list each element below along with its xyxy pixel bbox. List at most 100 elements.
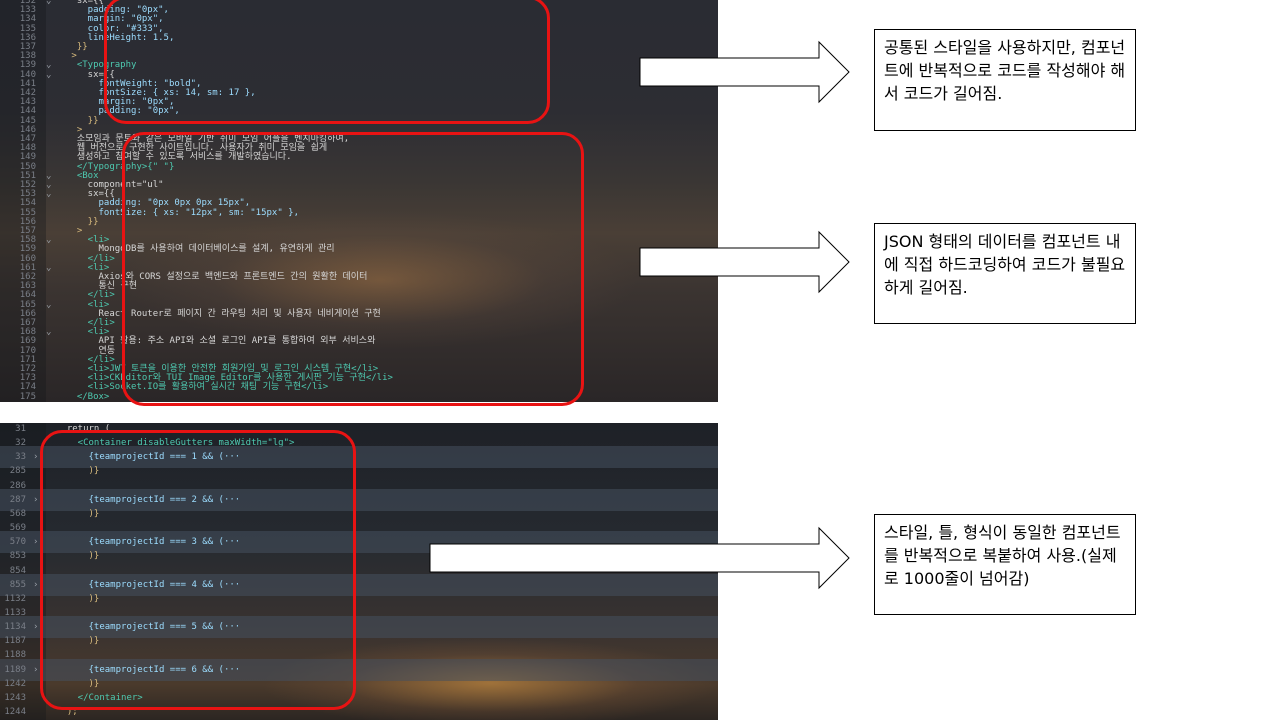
line-number: 164 [19, 290, 36, 301]
code-line: 170 연동 [0, 345, 718, 358]
code-line: 285 )} [0, 460, 718, 482]
line-number: 151 [19, 170, 36, 181]
code-line: 172 <li>JWT 토큰을 이용한 안전한 회원가입 및 로그인 시스템 구… [0, 363, 718, 376]
code-line: 287› {teamprojectId === 2 && (··· [0, 488, 718, 511]
line-number: 168 [19, 327, 36, 338]
arrow-right-icon [429, 526, 850, 590]
line-number: 152 [19, 180, 36, 190]
chevron-right-icon[interactable]: › [33, 537, 39, 548]
code-text: 통신 구현 [66, 281, 138, 292]
line-number: 1242 [4, 678, 26, 689]
code-text: color: "#333", [66, 23, 164, 34]
chevron-down-icon[interactable]: ⌄ [46, 69, 52, 80]
line-number: 1188 [4, 650, 26, 661]
code-text: }} [66, 115, 99, 126]
line-number: 159 [19, 244, 36, 255]
code-line: 167 </li> [0, 317, 718, 330]
line-number: 173 [19, 373, 36, 384]
line-number: 163 [19, 281, 36, 292]
line-number: 167 [19, 318, 36, 328]
line-number: 158 [19, 235, 36, 246]
code-line: 156 }} [0, 216, 718, 229]
line-number: 137 [19, 42, 36, 52]
code-line: 163 통신 구현 [0, 280, 718, 293]
code-text: {teamprojectId === 4 && (··· [56, 579, 241, 590]
code-text: return ( [56, 424, 111, 434]
code-editor-top: 132⌄ sx={{133 padding: "0px",134 margin:… [0, 0, 718, 402]
chevron-right-icon[interactable]: › [33, 622, 39, 633]
line-number: 569 [9, 523, 26, 534]
line-number: 1133 [4, 607, 26, 618]
line-number: 146 [19, 124, 36, 135]
code-text: 소모임과 문토와 같은 모바일 기반 취미 모임 어플을 벤치마킹하여, [66, 134, 350, 144]
code-text: <li> [66, 262, 110, 273]
code-line: 153⌄ sx={{ [0, 188, 718, 201]
code-text: }} [66, 216, 99, 227]
code-line: 158 ⌄ <li> [0, 234, 718, 247]
code-text: React Router로 페이지 간 라우팅 처리 및 사용자 네비게이션 구… [66, 308, 381, 319]
code-text: )} [56, 593, 100, 604]
code-line: 31 return ( [0, 423, 718, 440]
code-line: 137 }} [0, 41, 718, 54]
code-text: <li>JWT 토큰을 이용한 안전한 회원가입 및 로그인 시스템 구현</l… [66, 364, 379, 374]
line-number: 1244 [4, 707, 26, 717]
code-text: fontWeight: "bold", [66, 78, 202, 89]
code-line: 149 생성하고 참여할 수 있도록 서비스를 개발하였습니다. [0, 151, 718, 164]
code-line: 140⌄ sx={{ [0, 69, 718, 82]
code-line: 141 fontWeight: "bold", [0, 78, 718, 91]
line-number: 157 [19, 226, 36, 236]
note-hardcoded-json: JSON 형태의 데이터를 컴포넌트 내에 직접 하드코딩하여 코드가 불필요하… [874, 223, 1136, 324]
code-line: 1134› {teamprojectId === 5 && (··· [0, 616, 718, 639]
line-number: 1187 [4, 636, 26, 647]
chevron-down-icon[interactable]: ⌄ [46, 60, 52, 71]
line-number: 1132 [4, 593, 26, 604]
line-number: 132 [19, 0, 36, 6]
code-line: 143 margin: "0px", [0, 96, 718, 109]
line-number: 171 [19, 354, 36, 365]
code-text: )} [56, 466, 100, 477]
chevron-down-icon[interactable]: ⌄ [46, 0, 52, 6]
chevron-right-icon[interactable]: › [33, 664, 39, 675]
line-number-gutter [0, 0, 46, 402]
chevron-down-icon[interactable]: ⌄ [46, 189, 52, 200]
line-number: 166 [19, 308, 36, 319]
chevron-right-icon[interactable]: › [33, 452, 39, 463]
chevron-down-icon[interactable]: ⌄ [46, 262, 52, 273]
code-line: 150 </Typography>{" "} [0, 161, 718, 174]
chevron-down-icon[interactable]: ⌄ [46, 299, 52, 310]
code-line: 154 padding: "0px 0px 0px 15px", [0, 197, 718, 210]
line-number: 147 [19, 134, 36, 144]
chevron-down-icon[interactable]: ⌄ [46, 327, 52, 338]
code-text: <li> [66, 235, 110, 246]
chevron-down-icon[interactable]: ⌄ [46, 170, 52, 181]
code-text: </li> [66, 290, 115, 301]
note-copy-paste-components: 스타일, 틀, 형식이 동일한 컴포넌트를 반복적으로 복붙하여 사용.(실제로… [874, 514, 1136, 615]
code-line: 169 API 활용: 주소 API와 소셜 로그인 API를 통합하여 외부 … [0, 335, 718, 348]
code-line: 32 <Container disableGutters maxWidth="l… [0, 432, 718, 454]
line-number: 285 [9, 466, 26, 477]
code-line: 165⌄ <li> [0, 299, 718, 312]
line-number: 133 [19, 5, 36, 16]
code-line: 1188 [0, 644, 718, 666]
line-number: 135 [19, 23, 36, 34]
line-number: 31 [15, 424, 26, 434]
code-line: 1132 )} [0, 588, 718, 610]
code-text: {teamprojectId === 1 && (··· [56, 452, 241, 463]
code-text: </li> [66, 253, 115, 264]
chevron-right-icon[interactable]: › [33, 579, 39, 590]
code-line: 136 lineHeight: 1.5, [0, 32, 718, 45]
code-line: 855› {teamprojectId === 4 && (··· [0, 573, 718, 596]
chevron-down-icon[interactable]: ⌄ [46, 180, 52, 190]
code-text: sx={{ [66, 69, 115, 80]
code-line: 33 › {teamprojectId === 1 && (··· [0, 446, 718, 469]
chevron-right-icon[interactable]: › [33, 494, 39, 505]
code-text: padding: "0px 0px 0px 15px", [66, 198, 251, 209]
line-number: 134 [19, 14, 36, 25]
line-number: 160 [19, 253, 36, 264]
line-number: 174 [19, 382, 36, 393]
code-text: padding: "0px", [66, 5, 169, 16]
chevron-down-icon[interactable]: ⌄ [46, 235, 52, 246]
line-number: 33 [15, 452, 26, 463]
code-line: 159 MongoDB를 사용하여 데이터베이스를 설계, 유연하게 관리 [0, 243, 718, 256]
line-number: 287 [9, 494, 26, 505]
